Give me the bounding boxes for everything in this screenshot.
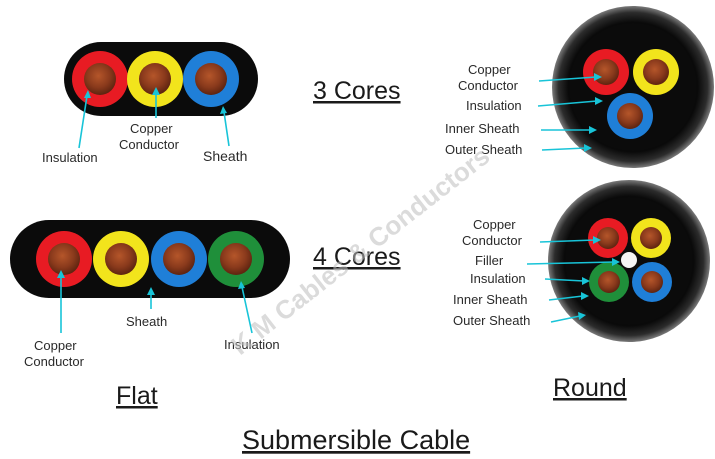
round-3-conductor-label: Conductor [458, 78, 519, 93]
round-4-arrows [526, 236, 620, 323]
round-4-core-cable [548, 180, 710, 342]
flat-3-copper-2 [139, 63, 171, 95]
round-4-copper-1 [597, 227, 619, 249]
flat-4-copper-2 [105, 243, 137, 275]
flat-3-sheath-label: Sheath [203, 148, 247, 164]
flat-3-copper-1 [84, 63, 116, 95]
flat-4-conductor-label: Conductor [24, 354, 85, 369]
round-4-copper-2 [640, 227, 662, 249]
flat-4-core-cable [10, 220, 290, 298]
flat-heading: Flat [116, 382, 158, 410]
round-4-copper-3 [598, 271, 620, 293]
round-3-copper-label: Copper [468, 62, 511, 77]
flat-4-insulation-label: Insulation [224, 337, 280, 352]
flat-3-conductor-label: Conductor [119, 137, 180, 152]
flat-4-sheath-label: Sheath [126, 314, 167, 329]
round-3-copper-3 [617, 103, 643, 129]
round-3-copper-2 [643, 59, 669, 85]
round-3-inner-sheath-label: Inner Sheath [445, 121, 519, 136]
flat-4-arrows [57, 270, 253, 334]
flat-3-copper-3 [195, 63, 227, 95]
flat-3-copper-label: Copper [130, 121, 173, 136]
four-cores-heading: 4 Cores [313, 243, 401, 271]
round-4-copper-4 [641, 271, 663, 293]
round-4-inner-sheath-label: Inner Sheath [453, 292, 527, 307]
round-4-copper-label: Copper [473, 217, 516, 232]
three-cores-heading: 3 Cores [313, 77, 401, 105]
round-3-insulation-label: Insulation [466, 98, 522, 113]
flat-4-copper-4 [220, 243, 252, 275]
flat-3-insulation-label: Insulation [42, 150, 98, 165]
flat-3-arrows [78, 87, 230, 149]
round-4-conductor-label: Conductor [462, 233, 523, 248]
flat-4-copper-3 [163, 243, 195, 275]
flat-3-core-cable [64, 42, 258, 116]
round-3-arrows [537, 73, 603, 152]
flat-4-copper-1 [48, 243, 80, 275]
round-3-core-cable [552, 6, 714, 168]
flat-4-copper-label: Copper [34, 338, 77, 353]
round-3-copper-1 [593, 59, 619, 85]
round-4-insulation-label: Insulation [470, 271, 526, 286]
round-3-outer-sheath-label: Outer Sheath [445, 142, 522, 157]
round-heading: Round [553, 374, 627, 402]
page-title: Submersible Cable [242, 425, 470, 455]
round-4-filler [621, 252, 637, 268]
round-4-outer-sheath-label: Outer Sheath [453, 313, 530, 328]
round-4-filler-label: Filler [475, 253, 504, 268]
